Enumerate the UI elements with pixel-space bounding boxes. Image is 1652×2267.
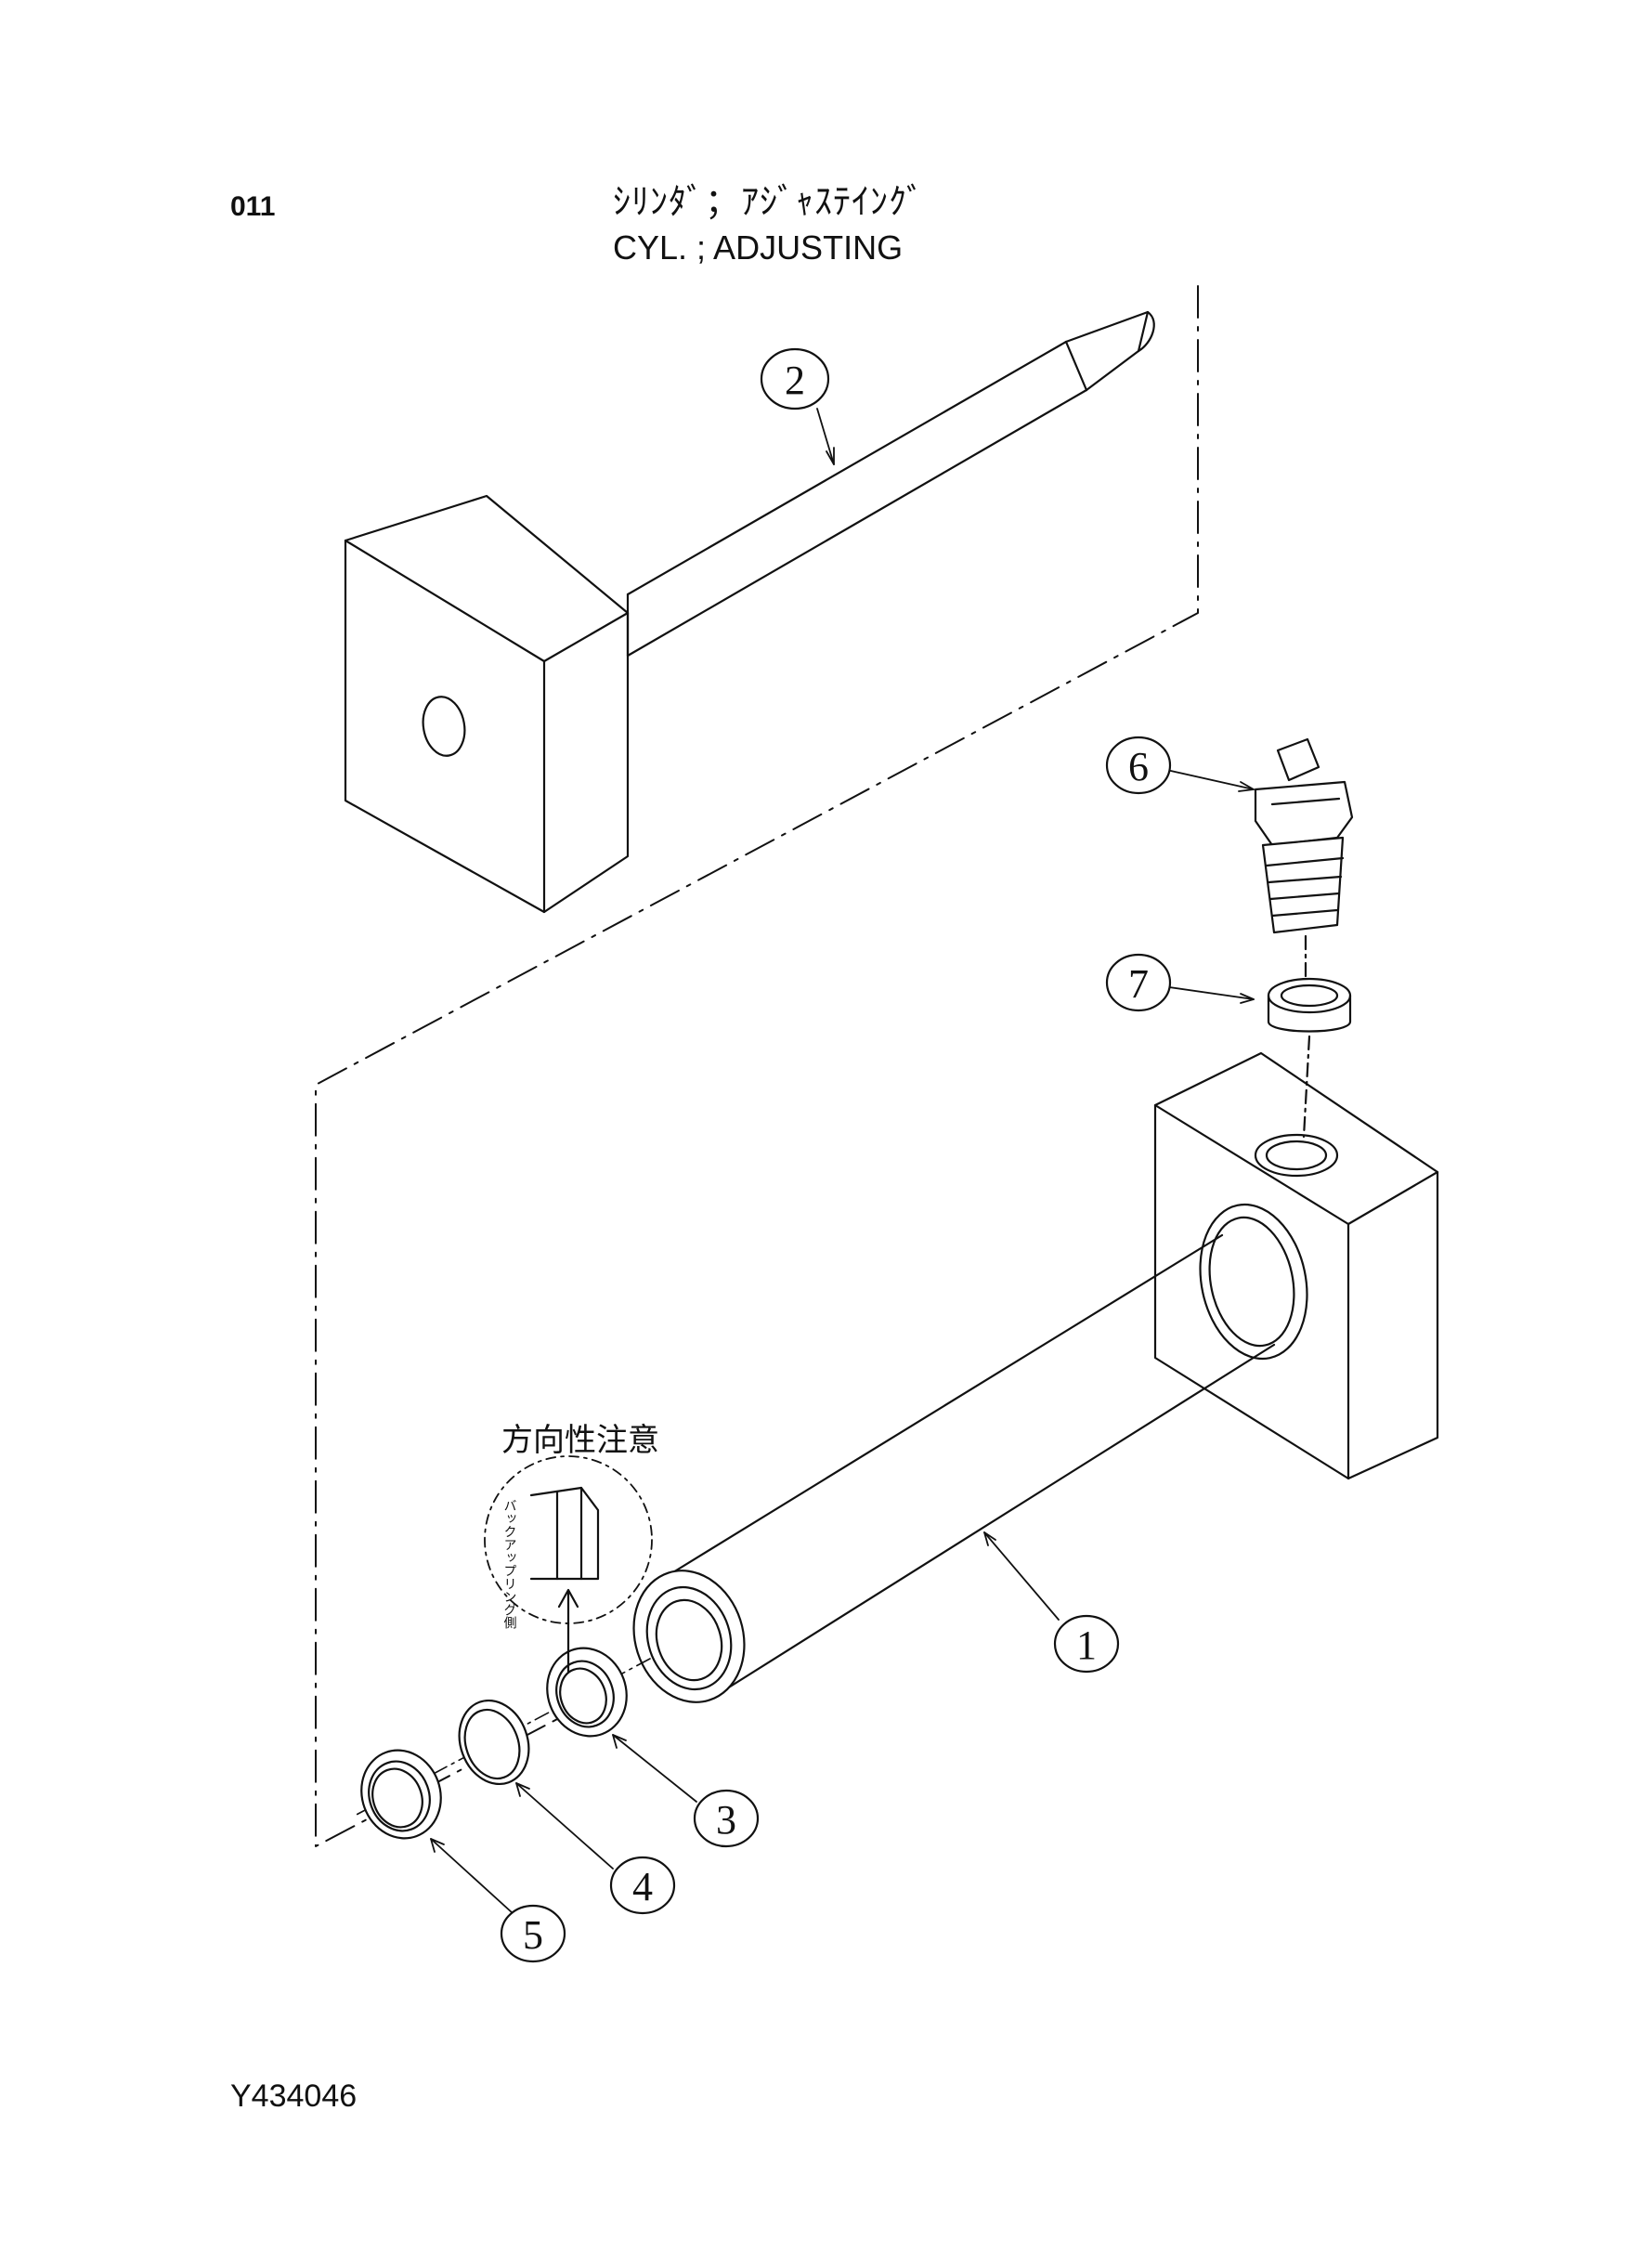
title-japanese: ｼﾘﾝﾀﾞ；ｱｼﾞｬｽﾃｲﾝｸﾞ xyxy=(613,181,926,222)
washer-axis-line xyxy=(1302,1035,1311,1139)
o-ring-part-4 xyxy=(458,1699,530,1786)
orientation-detail-inset: 方向性注意 バックアップリング側 xyxy=(484,1423,659,1674)
callout-7: 7 xyxy=(1105,953,1172,1012)
svg-text:5: 5 xyxy=(523,1912,543,1958)
figure-code: Y434046 xyxy=(230,2078,358,2114)
detail-side-label: バックアップリング側 xyxy=(502,1499,517,1629)
callout-1: 1 xyxy=(1053,1614,1120,1674)
page-number: 011 xyxy=(230,191,276,222)
svg-text:4: 4 xyxy=(632,1864,653,1909)
leader-lines xyxy=(430,408,1255,1914)
svg-text:1: 1 xyxy=(1076,1622,1097,1668)
svg-text:3: 3 xyxy=(716,1797,736,1843)
callout-2: 2 xyxy=(760,347,830,410)
wiper-ring-part-5 xyxy=(360,1749,442,1840)
backup-ring-part-3 xyxy=(546,1647,628,1738)
detail-heading: 方向性注意 xyxy=(501,1423,659,1458)
callout-6: 6 xyxy=(1105,736,1172,795)
sealing-washer-part xyxy=(1267,977,1352,1033)
svg-text:6: 6 xyxy=(1128,744,1149,789)
grease-fitting-part xyxy=(1254,737,1354,934)
callout-3: 3 xyxy=(693,1789,760,1848)
rod-part xyxy=(344,310,1155,914)
svg-text:2: 2 xyxy=(785,358,805,403)
svg-text:7: 7 xyxy=(1128,961,1149,1007)
title-english: CYL. ; ADJUSTING xyxy=(613,228,904,267)
assembly-plane-outline xyxy=(315,285,1199,1847)
callout-5: 5 xyxy=(500,1904,566,1963)
cylinder-body-part xyxy=(632,1051,1439,1703)
callout-4: 4 xyxy=(609,1856,676,1915)
